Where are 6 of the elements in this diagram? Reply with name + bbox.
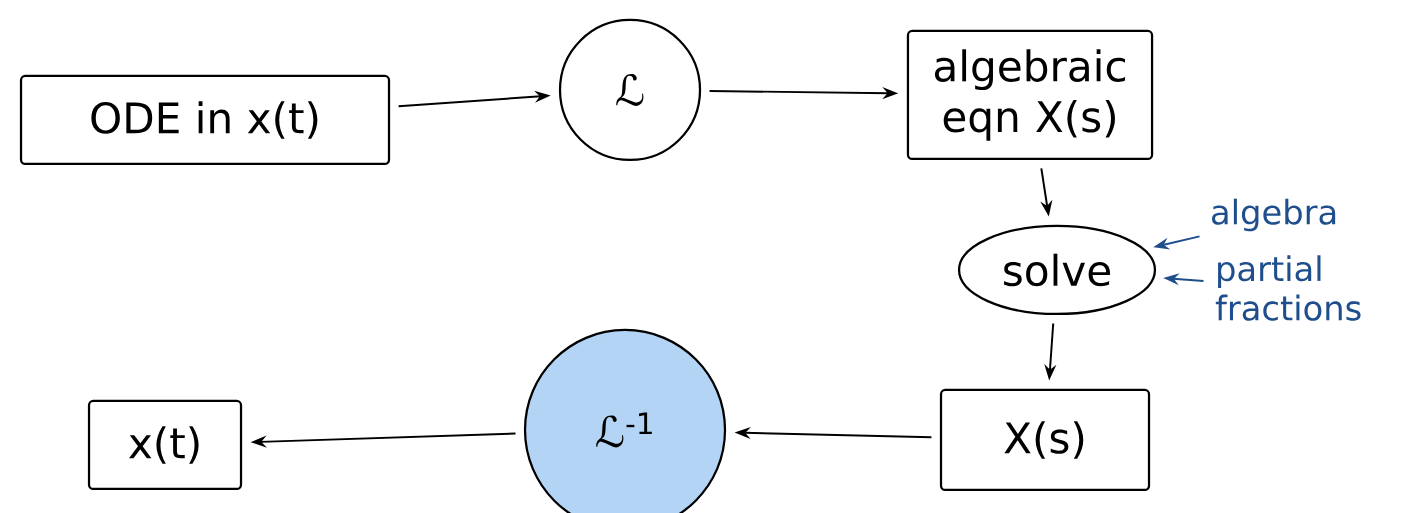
process-box: algebraic eqn X(s) bbox=[906, 29, 1154, 161]
annotation-text: algebra bbox=[1212, 198, 1336, 232]
annotation-text: partial fractions bbox=[1215, 255, 1361, 321]
process-box: X(s) bbox=[939, 388, 1151, 492]
process-box: ODE in x(t) bbox=[19, 74, 391, 166]
process-box: x(t) bbox=[87, 399, 243, 491]
